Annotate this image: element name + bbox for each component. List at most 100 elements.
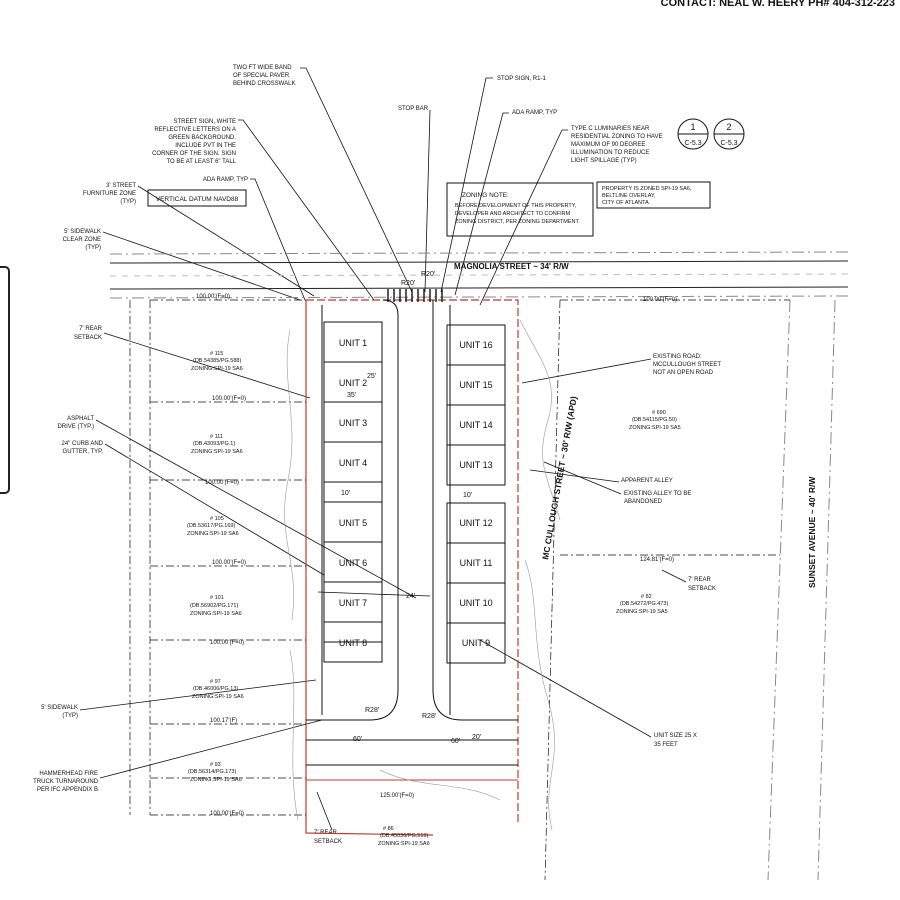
parcel-690: # 690(DB.54115/PG.50) ZONING:SPI-19 SA5 xyxy=(629,410,681,431)
svg-text:TYPE C LUMINARIES NEAR: TYPE C LUMINARIES NEAR xyxy=(571,126,650,132)
svg-text:100.00'(F=0): 100.00'(F=0) xyxy=(210,640,244,646)
svg-text:(DB.46006/PG.13): (DB.46006/PG.13) xyxy=(193,686,238,692)
svg-text:TRUCK TURNAROUND: TRUCK TURNAROUND xyxy=(33,779,99,785)
svg-text:UNIT SIZE 25 X: UNIT SIZE 25 X xyxy=(654,733,697,739)
mccullough-street-label: MC CULLOUGH STREET ~ 30' R/W (APD) xyxy=(540,395,579,560)
svg-text:ZONING:SPI-19 SA6: ZONING:SPI-19 SA6 xyxy=(191,449,243,455)
svg-text:20': 20' xyxy=(472,734,481,741)
svg-text:ZONING:SPI-19 SA6: ZONING:SPI-19 SA6 xyxy=(191,366,243,372)
sunset-avenue: SUNSET AVENUE ~ 40' R/W xyxy=(767,299,836,881)
dimensions: R20' R20' 25' 35' 10' 10' 24' R28' R28' … xyxy=(341,271,481,745)
svg-text:TO BE AT LEAST 6" TALL: TO BE AT LEAST 6" TALL xyxy=(167,159,237,165)
unit-label: UNIT 9 xyxy=(462,638,490,648)
svg-text:7' REAR: 7' REAR xyxy=(688,577,711,583)
svg-text:100.00'(F=0): 100.00'(F=0) xyxy=(212,396,246,402)
svg-text:ZONING NOTE:: ZONING NOTE: xyxy=(462,192,509,199)
unit-label: UNIT 5 xyxy=(339,518,367,528)
leader-lines xyxy=(79,67,687,831)
unit-label: UNIT 10 xyxy=(459,598,492,608)
unit-label: UNIT 6 xyxy=(339,558,367,568)
parcel-97: # 97(DB.46006/PG.13)ZONING:SPI-19 SA6 xyxy=(192,679,244,700)
unit-label: UNIT 15 xyxy=(459,380,492,390)
svg-text:TWO FT WIDE BAND: TWO FT WIDE BAND xyxy=(233,65,292,71)
svg-text:# 82: # 82 xyxy=(641,594,652,600)
parcel-82: # 82(DB.54272/PG.473)ZONING:SPI-19 SA5 xyxy=(616,594,668,615)
svg-text:GREEN BACKGROUND.: GREEN BACKGROUND. xyxy=(168,135,236,141)
contact-line: CONTACT: NEAL W. HEERY PH# 404-312-223 xyxy=(661,0,895,9)
svg-text:GUTTER, TYP.: GUTTER, TYP. xyxy=(63,449,104,455)
svg-text:STREET SIGN, WHITE: STREET SIGN, WHITE xyxy=(173,119,236,125)
svg-text:# 101: # 101 xyxy=(210,595,224,601)
edge-frame xyxy=(0,266,10,494)
property-zoning-box: PROPERTY IS ZONED SPI-19 SA6, BELTLINE O… xyxy=(596,181,711,209)
svg-text:RESIDENTIAL ZONING TO HAVE: RESIDENTIAL ZONING TO HAVE xyxy=(571,134,662,140)
svg-text:APPARENT ALLEY: APPARENT ALLEY xyxy=(621,478,673,484)
svg-text:(DB.43093/PG.1): (DB.43093/PG.1) xyxy=(193,441,235,447)
svg-text:ADA RAMP, TYP: ADA RAMP, TYP xyxy=(512,110,557,116)
svg-text:C-5.3: C-5.3 xyxy=(720,140,737,147)
callouts: TWO FT WIDE BAND OF SPECIAL PAVER BEHIND… xyxy=(33,65,721,845)
svg-text:(DB.56902/PG.171): (DB.56902/PG.171) xyxy=(190,603,238,609)
svg-text:ILLUMINATION TO REDUCE: ILLUMINATION TO REDUCE xyxy=(571,150,649,156)
svg-text:24': 24' xyxy=(406,593,415,600)
svg-text:# 115: # 115 xyxy=(210,351,223,357)
svg-text:OF SPECIAL PAVER: OF SPECIAL PAVER xyxy=(233,73,290,79)
detail-ref-1: 1 C-5.3 xyxy=(677,118,709,150)
svg-text:ASPHALT: ASPHALT xyxy=(67,416,94,422)
parcel-111: # 111(DB.43093/PG.1) ZONING:SPI-19 SA6 xyxy=(191,434,243,455)
svg-text:DRIVE (TYP.): DRIVE (TYP.) xyxy=(57,424,94,430)
zoning-note-box: ZONING NOTE: BEFORE DEVELOPMENT OF THIS … xyxy=(446,182,594,237)
lot-line-bottom: 125.00'(F=0) xyxy=(380,793,414,799)
svg-text:24" CURB AND: 24" CURB AND xyxy=(62,441,104,447)
property-boundary xyxy=(305,299,519,836)
svg-text:MAXIMUM OF 90 DEGREE: MAXIMUM OF 90 DEGREE xyxy=(571,142,645,148)
svg-text:60': 60' xyxy=(353,736,362,743)
svg-text:# 93: # 93 xyxy=(210,762,221,768)
svg-text:7' REAR: 7' REAR xyxy=(79,326,102,332)
svg-text:100.00'(F=0): 100.00'(F=0) xyxy=(196,294,230,300)
svg-text:CITY OF ATLANTA: CITY OF ATLANTA xyxy=(602,200,649,206)
svg-text:EXISTING ALLEY TO BE: EXISTING ALLEY TO BE xyxy=(624,491,691,497)
parcel-105: # 105(DB.53617/PG.169)ZONING:SPI-19 SA6 xyxy=(187,516,239,537)
svg-text:10': 10' xyxy=(463,492,472,499)
svg-text:R20': R20' xyxy=(421,271,435,278)
svg-text:100.00'(F=0): 100.00'(F=0) xyxy=(205,480,239,486)
svg-text:ZONING:SPI-19 SA5: ZONING:SPI-19 SA5 xyxy=(616,609,668,615)
svg-text:# 111: # 111 xyxy=(210,434,223,440)
svg-text:ABANDONED: ABANDONED xyxy=(624,499,663,505)
svg-text:MCCULLOUGH STREET: MCCULLOUGH STREET xyxy=(653,362,721,368)
svg-text:35 FEET: 35 FEET xyxy=(654,742,678,748)
svg-text:(DB.54385/PG.588): (DB.54385/PG.588) xyxy=(193,358,241,364)
unit-label: UNIT 11 xyxy=(460,558,493,568)
svg-text:(TYP): (TYP) xyxy=(120,199,136,205)
svg-text:10': 10' xyxy=(341,490,350,497)
svg-text:NOT AN OPEN ROAD: NOT AN OPEN ROAD xyxy=(653,370,714,376)
svg-text:# 690: # 690 xyxy=(652,410,666,416)
detail-ref-2: 2 C-5.3 xyxy=(713,118,745,150)
svg-text:35': 35' xyxy=(347,392,356,399)
svg-text:ZONING:SPI-19 SA5: ZONING:SPI-19 SA5 xyxy=(629,425,681,431)
parcel-93: # 93(DB.56314/PG.173)ZONING:SPI-19 SA6 xyxy=(188,762,242,783)
left-lot-labels: 100.00'(F=0) 100.00'(F=0) 100.00'(F=0) 1… xyxy=(196,294,246,817)
svg-text:5' SIDEWALK: 5' SIDEWALK xyxy=(64,229,101,235)
svg-text:# 86: # 86 xyxy=(383,826,394,832)
svg-text:BEFORE DEVELOPMENT OF THIS PRO: BEFORE DEVELOPMENT OF THIS PROPERTY, xyxy=(455,203,577,209)
svg-text:SETBACK: SETBACK xyxy=(74,335,102,341)
svg-text:C-5.3: C-5.3 xyxy=(684,140,701,147)
unit-label: UNIT 16 xyxy=(459,340,492,350)
svg-text:(DB.53617/PG.169): (DB.53617/PG.169) xyxy=(187,523,235,529)
svg-text:(TYP): (TYP) xyxy=(85,245,101,251)
svg-text:REFLECTIVE LETTERS ON A: REFLECTIVE LETTERS ON A xyxy=(154,127,236,133)
svg-text:(DB.54115/PG.50): (DB.54115/PG.50) xyxy=(632,417,677,423)
parcel-86: # 86(DB.45036/PG.519)ZONING:SPI-19 SA6 xyxy=(378,826,430,847)
svg-text:3' STREET: 3' STREET xyxy=(106,183,136,189)
svg-text:CLEAR ZONE: CLEAR ZONE xyxy=(63,237,101,243)
svg-text:5' SIDEWALK: 5' SIDEWALK xyxy=(41,705,78,711)
unit-label: UNIT 12 xyxy=(459,518,492,528)
parcel-115: # 115(DB.54385/PG.588) ZONING:SPI-19 SA6 xyxy=(191,351,243,372)
drive-aisles xyxy=(306,299,518,766)
units-left: UNIT 1 UNIT 2 UNIT 3 UNIT 4 UNIT 5 UNIT … xyxy=(323,321,383,663)
svg-text:# 97: # 97 xyxy=(210,679,221,685)
unit-label: UNIT 4 xyxy=(339,458,367,468)
svg-text:25': 25' xyxy=(367,373,376,380)
